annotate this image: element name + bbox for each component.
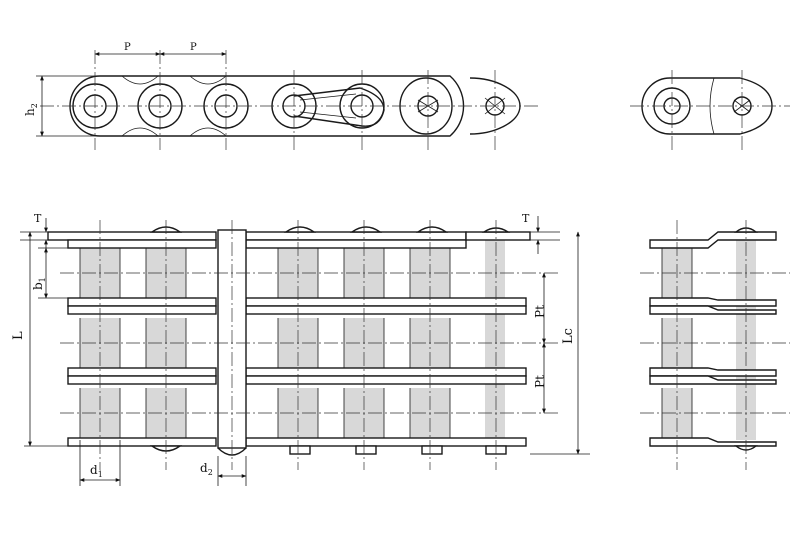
pin-heads bbox=[149, 226, 511, 455]
Pt-upper-label: Pt bbox=[533, 305, 547, 318]
L-label: L bbox=[11, 331, 26, 340]
chain-end-view-bottom bbox=[640, 220, 790, 470]
h2-label: h2 bbox=[23, 103, 39, 116]
Lc-label: Lc bbox=[561, 328, 576, 344]
Pt-lower-label: Pt bbox=[533, 375, 547, 388]
rollers bbox=[80, 240, 505, 440]
chain-side-view bbox=[36, 50, 540, 150]
d1-label: d1 bbox=[90, 463, 103, 479]
pitch-label-1: P bbox=[124, 42, 131, 53]
b1-label: b1 bbox=[31, 277, 47, 290]
d2-label: d2 bbox=[200, 461, 213, 477]
chain-plan-view bbox=[20, 216, 590, 486]
T-left-label: T bbox=[34, 212, 42, 225]
pitch-label-2: P bbox=[190, 42, 197, 53]
T-right-label: T bbox=[522, 212, 530, 225]
chain-end-view-top bbox=[630, 70, 790, 150]
